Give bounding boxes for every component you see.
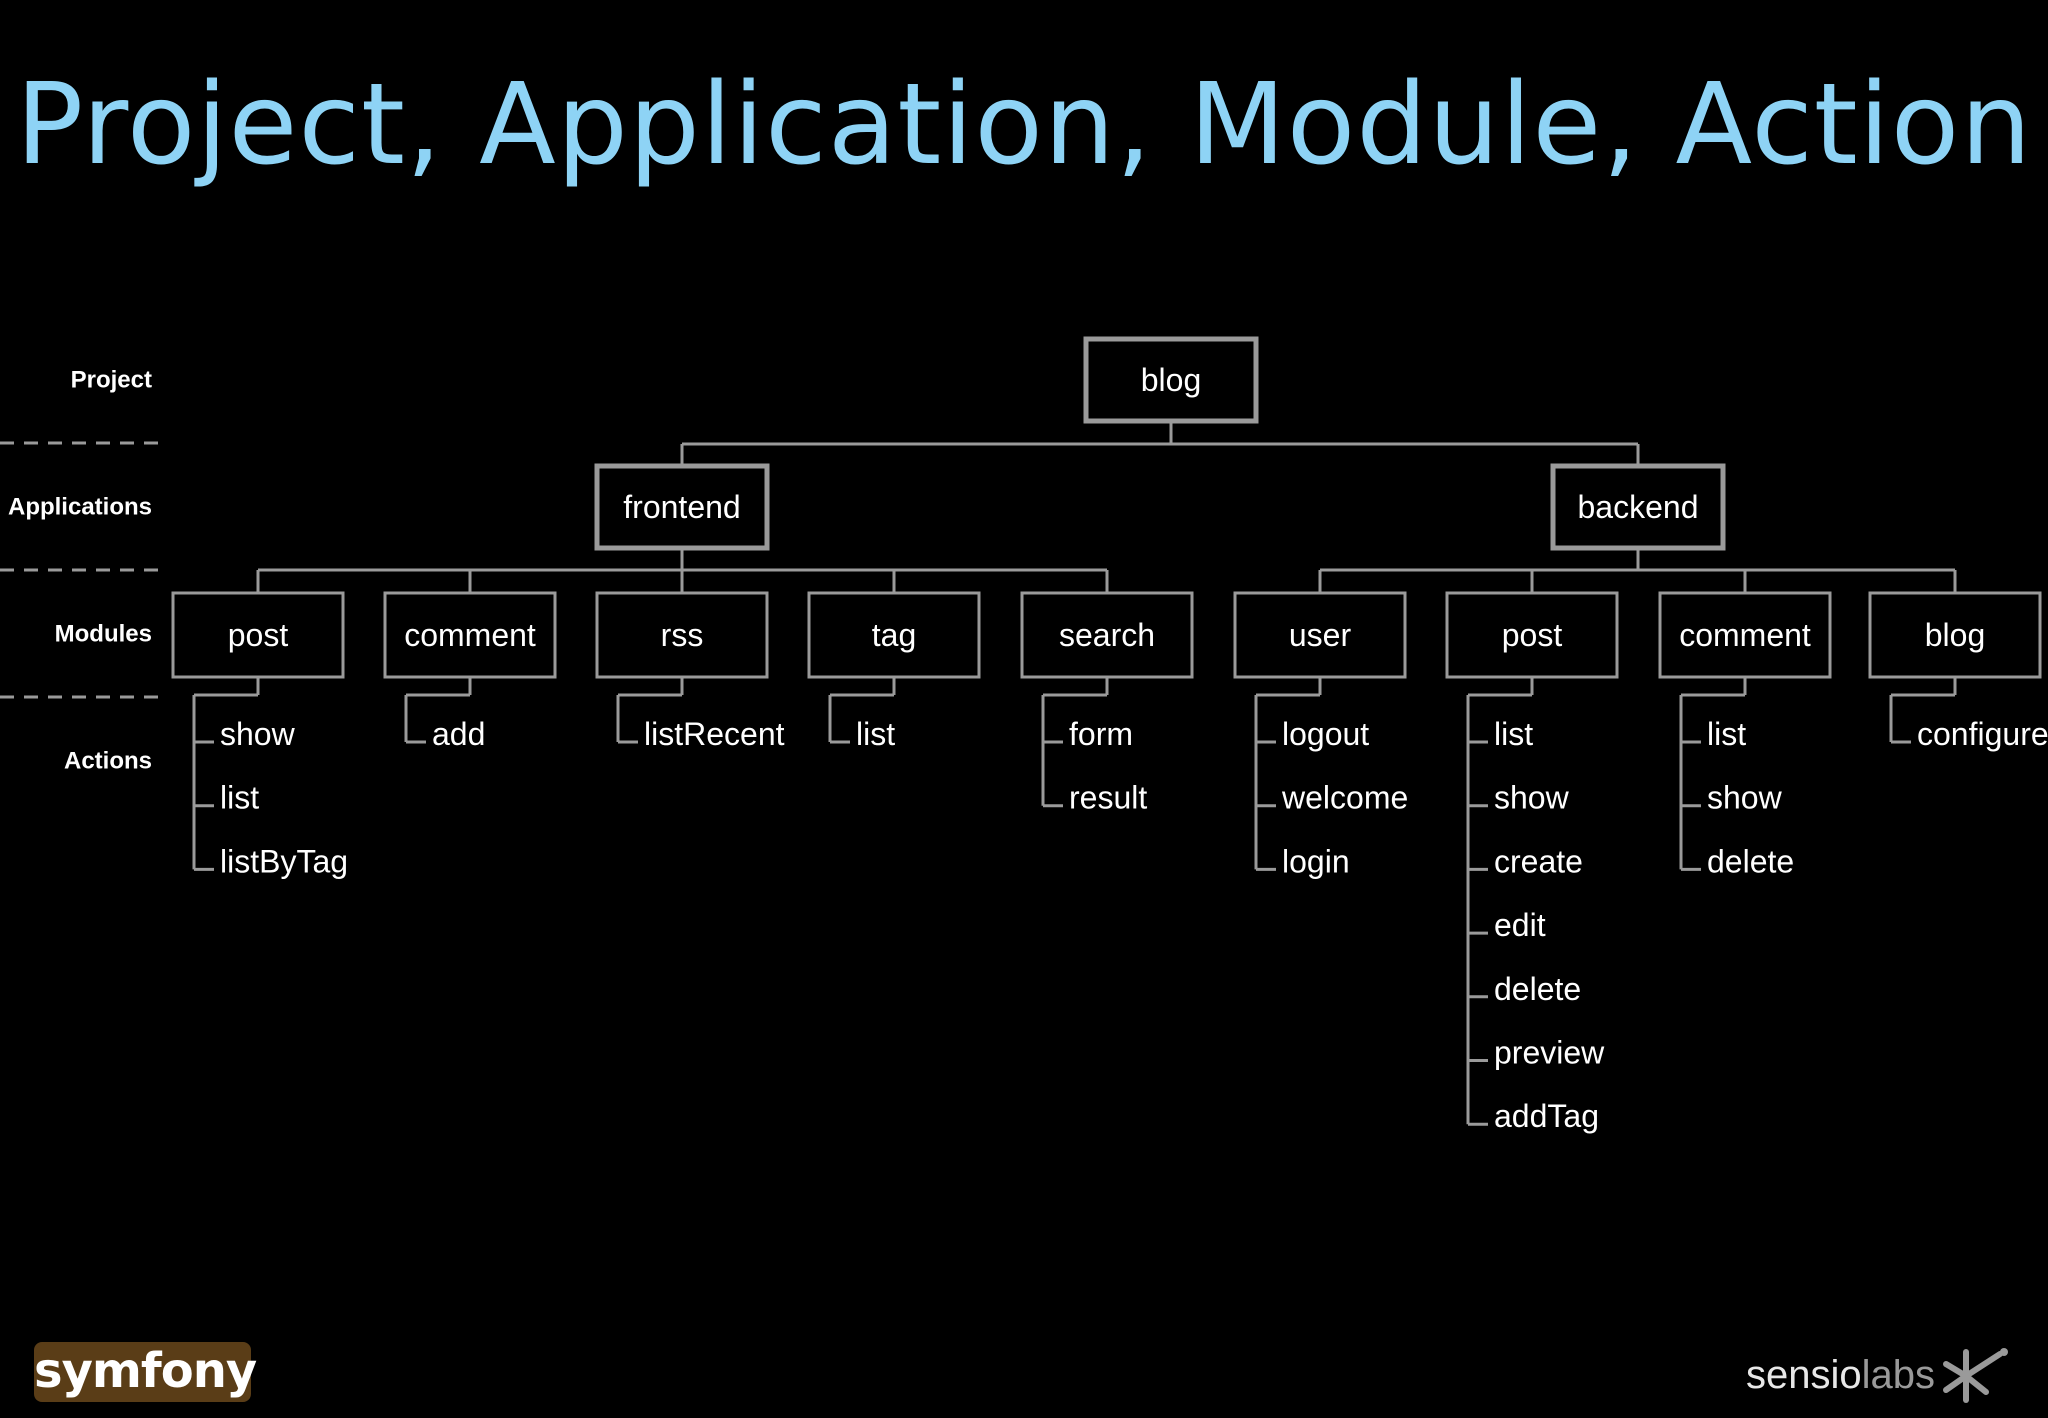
action-label-show: show (220, 716, 296, 752)
action-label-show: show (1494, 780, 1570, 816)
action-label-addTag: addTag (1494, 1098, 1599, 1134)
action-label-show: show (1707, 780, 1783, 816)
module-node-backend-comment-label: comment (1679, 617, 1811, 653)
module-node-frontend-rss-label: rss (661, 617, 704, 653)
action-label-configure: configure (1917, 716, 2048, 752)
module-node-frontend-post-label: post (228, 617, 289, 653)
sensiolabs-text-labs: labs (1861, 1353, 1936, 1397)
action-label-edit: edit (1494, 907, 1546, 943)
action-label-result: result (1069, 780, 1147, 816)
sensiolabs-text-sensio: sensio (1746, 1353, 1862, 1397)
action-label-list: list (220, 780, 259, 816)
module-node-backend-post-box (1445, 591, 1619, 679)
module-node-backend-user-box (1233, 591, 1407, 679)
slide-title: Project, Application, Module, Action (15, 60, 2033, 190)
module-node-backend-post-label: post (1502, 617, 1563, 653)
level-label-modules: Modules (55, 621, 152, 648)
action-label-listRecent: listRecent (644, 716, 785, 752)
symfony-logo: symfony (34, 1342, 257, 1402)
action-label-welcome: welcome (1281, 780, 1408, 816)
module-node-frontend-tag-box (807, 591, 981, 679)
action-label-list: list (1707, 716, 1746, 752)
application-node-frontend-label: frontend (623, 489, 740, 525)
action-label-delete: delete (1494, 971, 1581, 1007)
module-node-frontend-rss-box (595, 591, 769, 679)
module-node-frontend-tag-label: tag (872, 617, 916, 653)
module-node-frontend-comment-box (383, 591, 557, 679)
level-label-project: Project (71, 367, 152, 394)
module-node-backend-blog-label: blog (1925, 617, 1986, 653)
action-label-create: create (1494, 843, 1583, 879)
module-node-frontend-comment-label: comment (404, 617, 536, 653)
level-label-actions: Actions (64, 748, 152, 775)
module-node-frontend-search-label: search (1059, 617, 1155, 653)
project-node-label: blog (1141, 362, 1202, 398)
level-label-applications: Applications (8, 494, 152, 521)
module-node-backend-blog-box (1868, 591, 2042, 679)
action-label-delete: delete (1707, 843, 1794, 879)
action-label-logout: logout (1282, 716, 1369, 752)
action-label-list: list (856, 716, 895, 752)
action-label-preview: preview (1494, 1035, 1605, 1071)
action-label-login: login (1282, 843, 1350, 879)
action-label-list: list (1494, 716, 1533, 752)
sensiolabs-wordmark: sensiolabs (1746, 1352, 1935, 1398)
application-node-backend-label: backend (1578, 489, 1699, 525)
sensiolabs-star-icon (1943, 1348, 2008, 1403)
action-label-form: form (1069, 716, 1133, 752)
action-label-add: add (432, 716, 485, 752)
action-label-listByTag: listByTag (220, 843, 348, 879)
symfony-logo-text: symfony (34, 1343, 257, 1399)
module-node-backend-user-label: user (1289, 617, 1352, 653)
